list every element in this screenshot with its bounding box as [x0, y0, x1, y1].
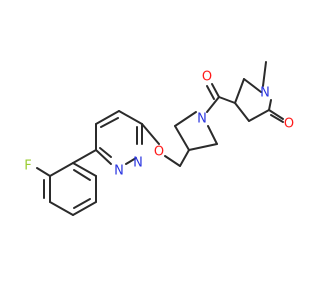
- lactam-oxygen-atom-label: O: [284, 117, 294, 132]
- bond: [141, 123, 160, 145]
- bond-layer: [36, 61, 284, 216]
- bond: [99, 147, 112, 158]
- bond: [188, 143, 218, 151]
- ether-oxygen-atom-label: O: [154, 145, 164, 160]
- bond: [218, 96, 236, 104]
- bond: [36, 167, 51, 177]
- bond: [262, 61, 267, 87]
- bond: [95, 149, 112, 165]
- bond: [234, 102, 250, 122]
- bond: [206, 85, 215, 100]
- bond: [95, 110, 120, 125]
- pyrrolidine-nitrogen-atom-label: N: [197, 112, 207, 127]
- bond: [234, 78, 245, 104]
- bond: [73, 169, 91, 181]
- fluorine-atom-label: F: [24, 159, 31, 174]
- pyridazine-nitrogen-atom-label: N: [114, 164, 124, 179]
- bond: [268, 99, 272, 111]
- carbonyl-oxygen-atom-label: O: [202, 70, 212, 85]
- pyridazine-nitrogen-atom-label: N: [133, 156, 143, 171]
- bond: [49, 201, 74, 216]
- bond: [270, 114, 284, 123]
- bond: [174, 125, 190, 151]
- bond: [179, 149, 190, 167]
- bond: [206, 96, 220, 113]
- bond: [248, 109, 270, 122]
- lactam-nitrogen-atom-label: N: [260, 86, 270, 101]
- bond: [118, 110, 143, 125]
- bond: [211, 83, 220, 98]
- bond: [72, 162, 97, 177]
- bond: [100, 117, 119, 128]
- bond: [243, 78, 262, 93]
- bond: [73, 198, 91, 209]
- bond: [174, 111, 197, 127]
- bond: [125, 157, 137, 165]
- molecule-structure-diagram: F O N N N O N O: [24, 61, 294, 216]
- bond: [164, 155, 181, 167]
- bond: [72, 149, 97, 164]
- bond: [72, 201, 97, 216]
- bond: [49, 162, 74, 177]
- bond: [268, 109, 284, 120]
- atom-label-layer: F O N N N O N O: [24, 70, 294, 179]
- bond: [207, 125, 218, 145]
